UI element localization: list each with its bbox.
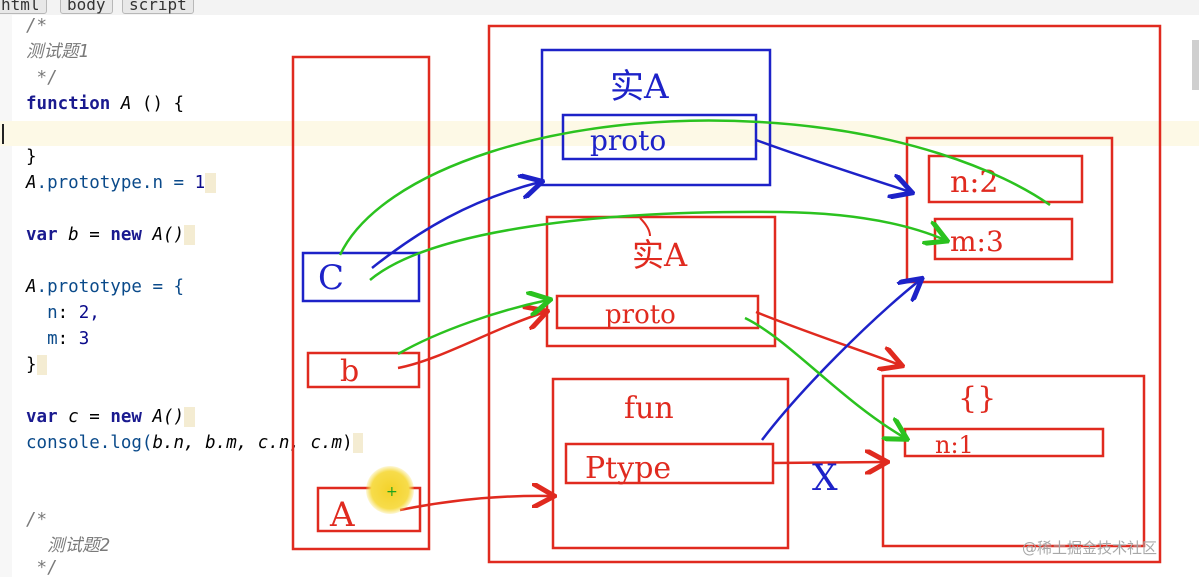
arrow-b-to-instance-b	[397, 312, 545, 370]
arrow-b-green-proto	[397, 300, 548, 356]
breadcrumb-tab-bar: html body script	[0, 0, 1199, 15]
code-line-m-key: m: 3	[47, 329, 90, 349]
code-line-comment-title: 测试题1	[26, 42, 90, 62]
watermark: @稀土掘金技术社区	[1022, 539, 1158, 557]
arrow-c-proto-to-new-prototype	[755, 138, 910, 192]
stack-var-b-label: b	[340, 354, 359, 389]
function-object-label: fun	[624, 391, 674, 426]
code-line-obj-close: }	[26, 355, 48, 375]
instance-b-proto-label: proto	[605, 300, 676, 330]
code-line-comment-open: /*	[26, 16, 48, 36]
arrow-b-proto-green-n1	[744, 316, 905, 438]
stack-var-c-box	[301, 251, 421, 303]
n2-slot-label: n:2	[950, 165, 999, 200]
prototype-slot-label: Ptype	[585, 451, 671, 486]
arrow-ptype-to-new-prototype	[761, 280, 920, 441]
scrollbar-thumb[interactable]	[1192, 40, 1199, 90]
tab-script[interactable]: script	[122, 0, 194, 14]
arrow-ptype-to-old-prototype	[772, 462, 885, 463]
code-line-comment-close: */	[26, 68, 58, 88]
current-line-highlight	[0, 121, 1199, 146]
mouse-cursor-icon: +	[386, 484, 398, 500]
instance-c-proto-label: proto	[590, 124, 666, 157]
m3-slot-label: m:3	[950, 225, 1004, 258]
instance-b-box	[545, 215, 777, 348]
arrow-c-green-n	[338, 119, 1051, 256]
code-line-var-b: var b = new A()	[26, 225, 195, 245]
code-line-function: function A () {	[26, 94, 185, 114]
code-line-comment2-open: /*	[26, 510, 48, 530]
code-line-n-key: n: 2,	[47, 303, 100, 323]
old-prototype-box	[881, 374, 1146, 548]
stack-var-b-box	[306, 351, 421, 389]
tab-body[interactable]: body	[60, 0, 113, 14]
stack-frame	[291, 55, 431, 551]
code-line-close-brace: }	[26, 147, 37, 167]
code-line-prototype-n: A.prototype.n = 1	[26, 173, 216, 193]
instance-b-label: 实A	[632, 236, 688, 274]
code-line-console-log: console.log(b.n, b.m, c.n, c.m)	[26, 433, 364, 453]
stack-var-a-label: A	[329, 495, 355, 535]
instance-c-box	[540, 48, 772, 187]
prototype-slot-box	[564, 442, 775, 485]
instance-c-label: 实A	[610, 67, 669, 107]
arrow-a-to-function	[399, 496, 552, 512]
heap-frame	[487, 24, 1162, 564]
function-to-instance-b-curve	[639, 217, 651, 237]
old-prototype-label: {}	[958, 381, 996, 416]
new-prototype-box	[905, 136, 1114, 284]
arrow-c-to-instance-c	[371, 182, 540, 269]
instance-c-proto-box	[561, 113, 758, 161]
n2-slot-box	[927, 154, 1084, 204]
stack-var-c-label: C	[318, 258, 344, 298]
code-line-comment2-title: 测试题2	[47, 536, 111, 556]
code-line-var-c: var c = new A()	[26, 407, 195, 427]
tab-html[interactable]: html	[0, 0, 47, 14]
arrow-b-proto-to-old-prototype	[755, 310, 900, 365]
text-caret	[2, 124, 4, 144]
broken-link-x-mark: X	[812, 458, 838, 499]
n1-slot-box	[903, 427, 1105, 458]
editor-gutter	[0, 15, 12, 577]
code-line-prototype-assign: A.prototype = {	[26, 277, 185, 297]
n1-slot-label: n:1	[935, 431, 974, 459]
mouse-highlight	[366, 466, 414, 514]
code-line-comment2-close: */	[26, 558, 58, 578]
arrow-c-green-m	[369, 210, 945, 281]
